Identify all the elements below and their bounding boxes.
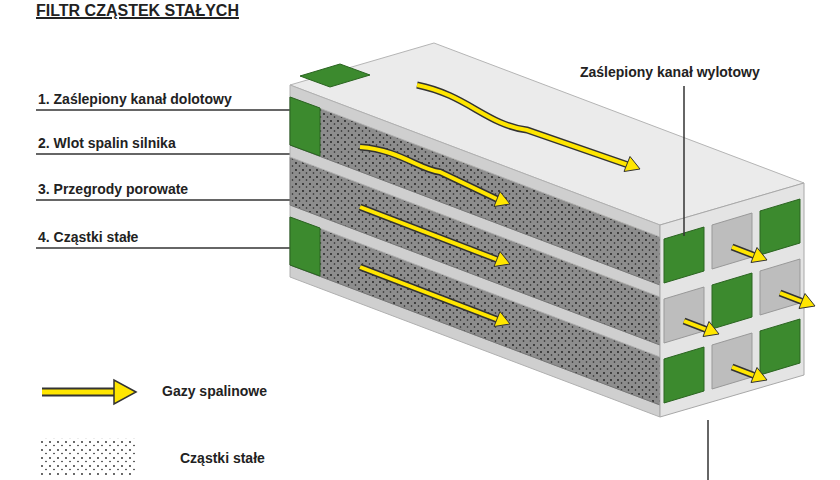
- part-label: 4. Cząstki stałe: [38, 229, 138, 245]
- part-label: Zaślepiony kanał wylotowy: [580, 64, 760, 80]
- diagram-title: FILTR CZĄSTEK STAŁYCH: [36, 2, 239, 20]
- gas-arrow: [417, 85, 640, 172]
- leader-line: [683, 86, 685, 236]
- part-label: 2. Wlot spalin silnika: [38, 135, 176, 151]
- legend-text: Gazy spalinowe: [162, 383, 267, 399]
- legend-soot-sample: [40, 438, 136, 476]
- part-label: 3. Przegrody porowate: [38, 181, 188, 197]
- front-face: [660, 183, 804, 417]
- leader-lines: [36, 110, 330, 248]
- wall-edge: [290, 85, 660, 237]
- part-label: 1. Zaślepiony kanał dolotowy: [38, 91, 232, 107]
- legend-text: Cząstki stałe: [180, 450, 265, 466]
- inlet-plug: [290, 64, 370, 276]
- leader-line: [707, 420, 709, 480]
- wall-top: [290, 43, 804, 225]
- legend-arrow-sample: [42, 380, 136, 404]
- exit-arrows: [684, 247, 815, 383]
